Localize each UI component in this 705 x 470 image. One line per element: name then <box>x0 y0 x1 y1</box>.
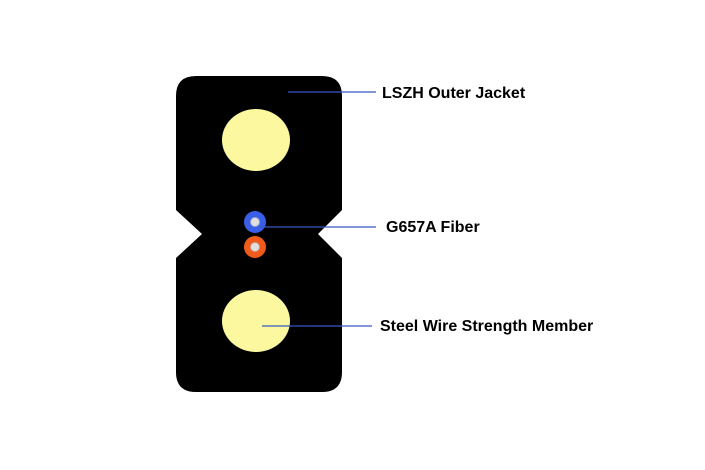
fiber-blue <box>244 211 266 233</box>
strength-member-top <box>222 109 290 171</box>
label-strength-member: Steel Wire Strength Member <box>380 318 593 335</box>
label-outer-jacket: LSZH Outer Jacket <box>382 85 526 102</box>
fiber-orange <box>244 236 266 258</box>
outer-jacket <box>176 76 342 392</box>
label-fiber: G657A Fiber <box>386 219 480 236</box>
strength-member-bottom <box>222 290 290 352</box>
